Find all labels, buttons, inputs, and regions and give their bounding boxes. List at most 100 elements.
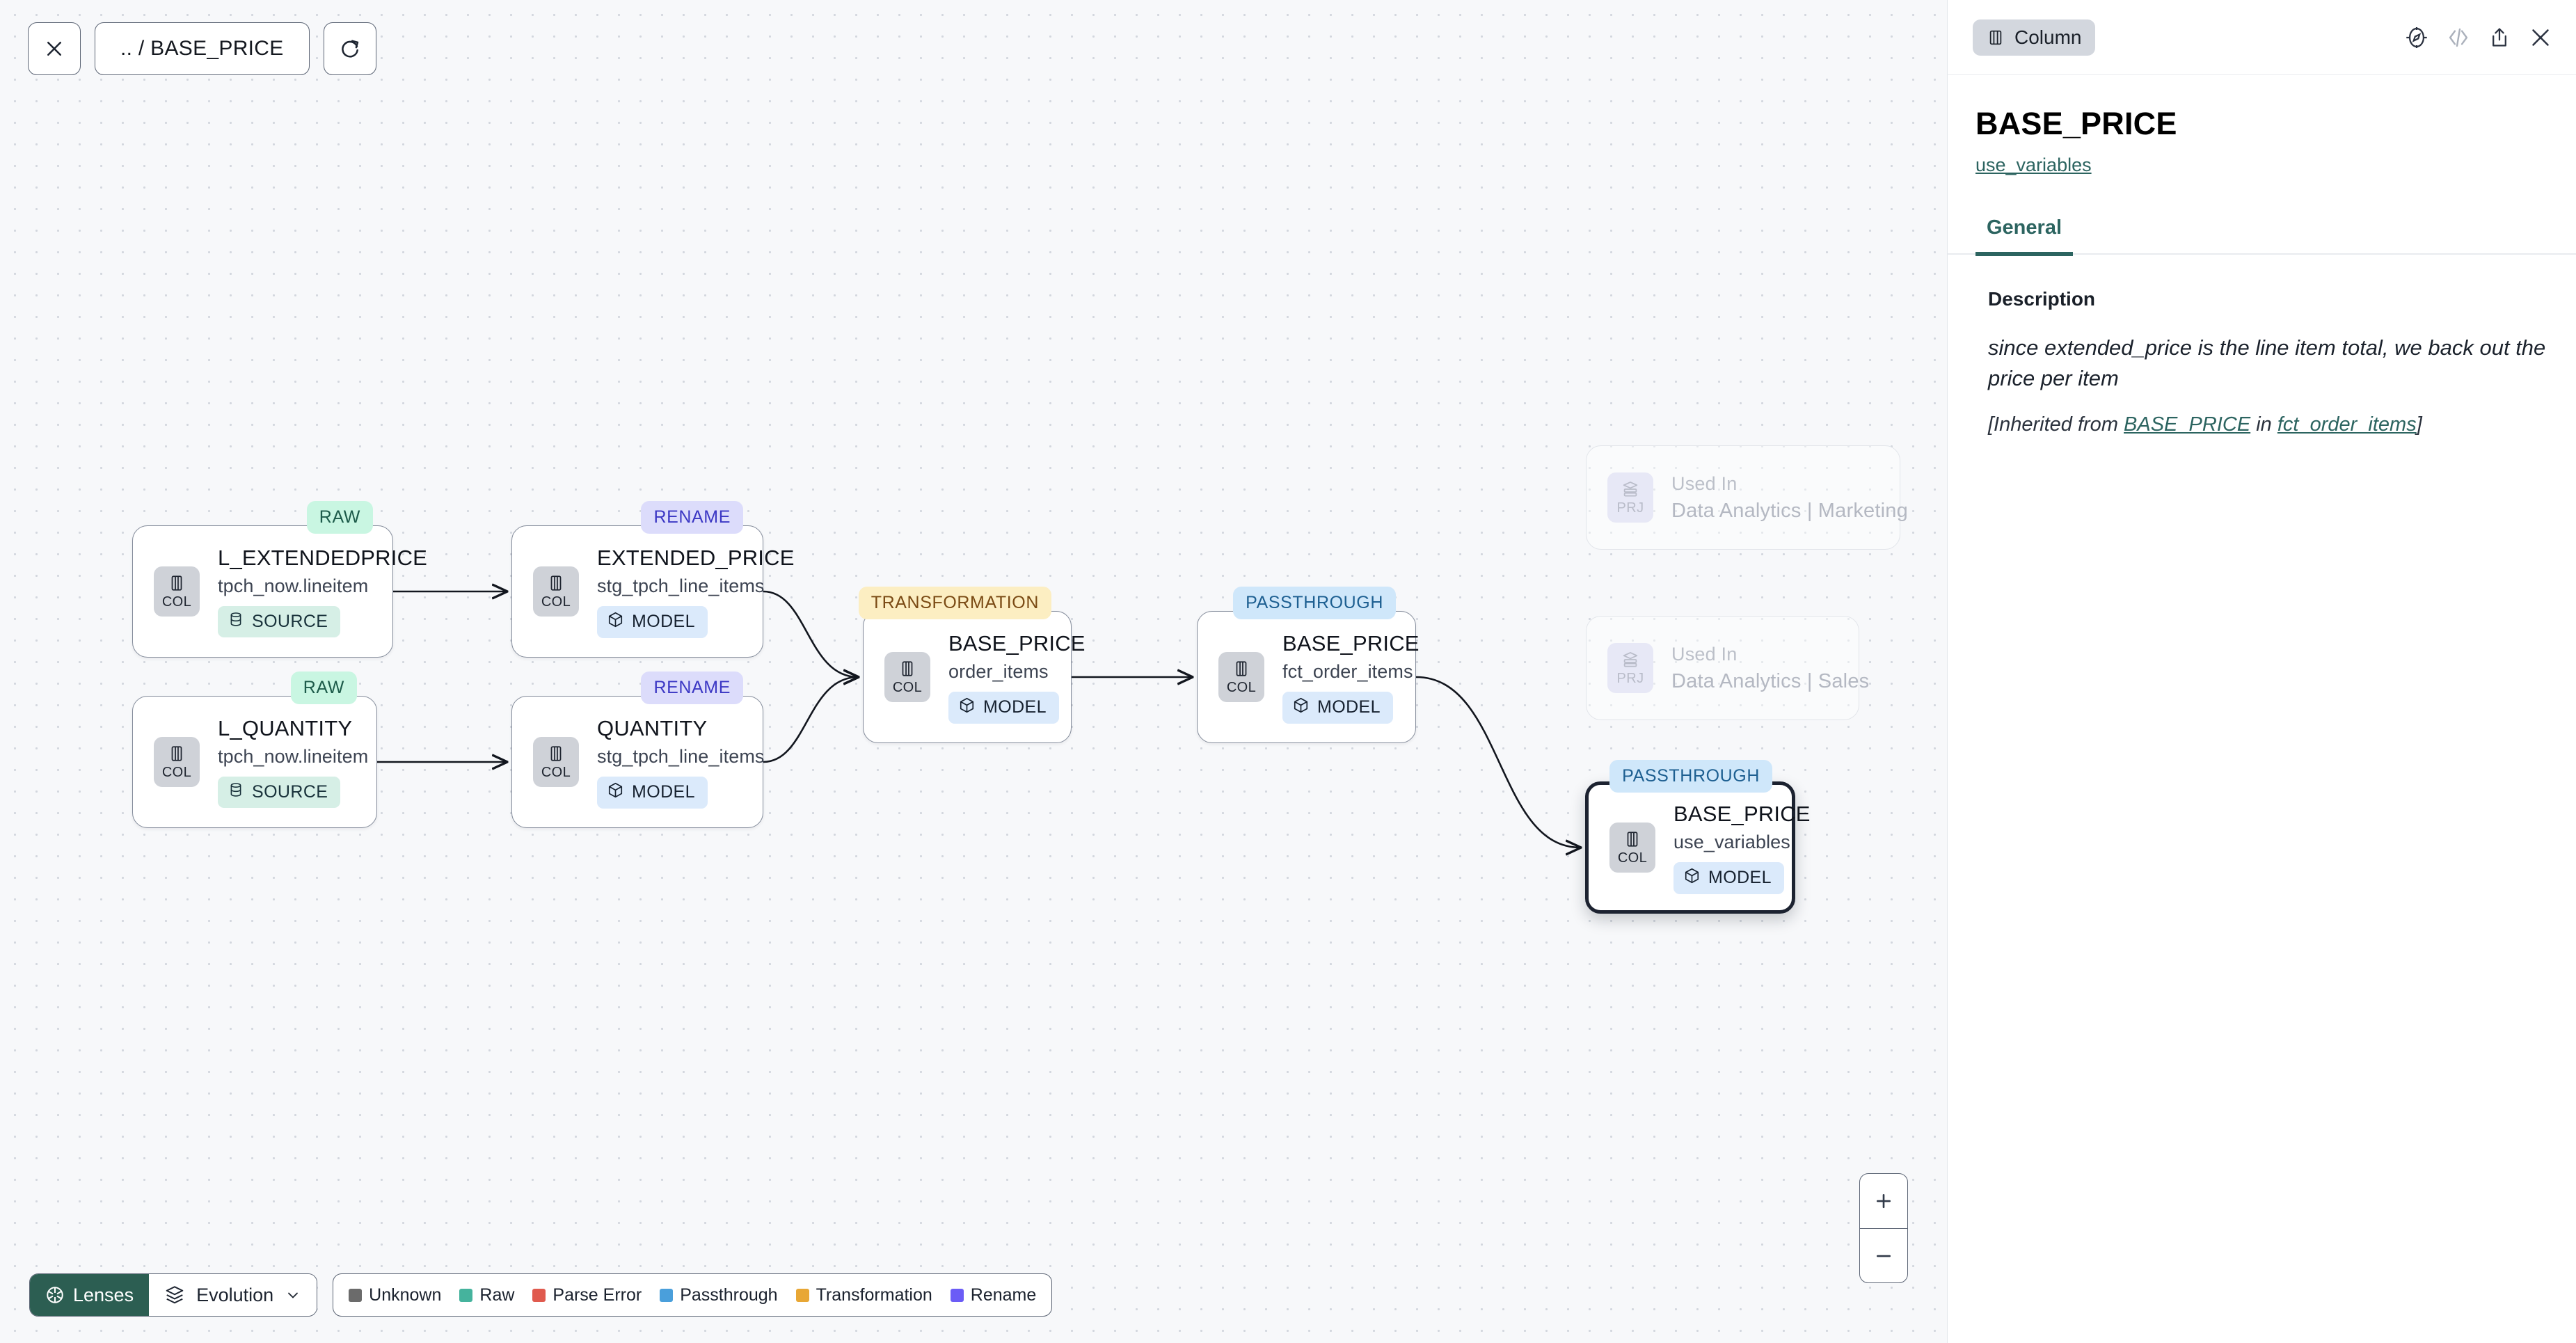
- badge-label: MODEL: [1317, 697, 1381, 717]
- legend-label: Unknown: [369, 1285, 442, 1305]
- lineage-node[interactable]: RENAME COL EXTENDED_PRICE stg_tpch_line_…: [511, 501, 794, 658]
- cube-icon: [608, 782, 623, 797]
- badge-icon: [228, 611, 244, 633]
- close-icon: [47, 42, 61, 56]
- close-button[interactable]: [28, 22, 81, 75]
- lineage-node[interactable]: RENAME COL QUANTITY stg_tpch_line_items …: [511, 672, 764, 828]
- used-in-node[interactable]: PRJ Used In Data Analytics | Sales: [1586, 616, 1869, 720]
- node-title: L_QUANTITY: [218, 716, 353, 740]
- source-model-link[interactable]: use_variables: [1975, 154, 2092, 175]
- column-icon: [550, 575, 562, 591]
- description-text: since extended_price is the line item to…: [1988, 335, 2546, 391]
- node-title: BASE_PRICE: [948, 630, 1086, 655]
- legend-item[interactable]: Raw: [459, 1285, 514, 1305]
- lineage-node[interactable]: RAW COL L_QUANTITY tpch_now.lineitem SOU…: [132, 672, 377, 828]
- project-icon-box: PRJ: [1607, 472, 1653, 523]
- column-icon: [168, 744, 186, 763]
- panel-header: Column: [1948, 0, 2576, 75]
- column-icon-box: COL: [154, 566, 200, 617]
- badge-label: MODEL: [983, 697, 1047, 717]
- node-kind-chip: TRANSFORMATION: [858, 587, 1051, 619]
- code-button[interactable]: [2447, 26, 2470, 49]
- node-kind-chip: PASSTHROUGH: [1609, 760, 1772, 793]
- node-kind-chip: PASSTHROUGH: [1233, 587, 1396, 619]
- lineage-legend: Unknown Raw Parse Error Passthrough Tran…: [333, 1273, 1053, 1317]
- badge-label: SOURCE: [252, 782, 328, 802]
- inherited-prefix: [Inherited from: [1988, 413, 2124, 436]
- inherited-column-link[interactable]: BASE_PRICE: [2124, 413, 2251, 436]
- legend-label: Raw: [479, 1285, 515, 1305]
- layers-icon: [166, 1286, 184, 1304]
- lineage-node[interactable]: TRANSFORMATION COL BASE_PRICE order_item…: [858, 587, 1086, 743]
- node-icon-tag: COL: [161, 594, 192, 610]
- node-type-badge: MODEL: [948, 691, 1059, 724]
- lenses-control: Lenses Evolution: [29, 1273, 318, 1317]
- bottom-bar: Lenses Evolution Unknown: [29, 1273, 1053, 1317]
- code-icon: [2449, 28, 2468, 47]
- legend-item[interactable]: Rename: [950, 1285, 1037, 1305]
- project-icon: [1623, 481, 1638, 496]
- node-icon-tag: COL: [892, 679, 923, 695]
- zoom-out-button[interactable]: [1860, 1228, 1907, 1282]
- explore-button[interactable]: [2405, 26, 2428, 49]
- legend-swatch: [459, 1288, 473, 1302]
- node-subtitle: order_items: [948, 660, 1049, 682]
- chevron-down-icon: [288, 1292, 299, 1298]
- cube-icon: [1294, 697, 1308, 713]
- node-kind-chip: RAW: [290, 672, 357, 704]
- inherited-suffix: ]: [2416, 413, 2422, 436]
- column-icon: [171, 575, 182, 591]
- legend-swatch: [349, 1288, 363, 1302]
- breadcrumb[interactable]: .. / BASE_PRICE: [95, 22, 310, 75]
- node-title: BASE_PRICE: [1673, 801, 1811, 826]
- project-icon-box: PRJ: [1607, 643, 1653, 693]
- node-icon-tag: COL: [161, 764, 192, 780]
- legend-label: Rename: [970, 1285, 1037, 1305]
- lenses-label: Lenses: [73, 1284, 134, 1305]
- evolution-button[interactable]: Evolution: [149, 1274, 317, 1316]
- used-in-node[interactable]: PRJ Used In Data Analytics | Marketing: [1586, 445, 1908, 550]
- share-icon: [2492, 28, 2506, 47]
- column-icon: [1236, 660, 1247, 676]
- legend-item[interactable]: Parse Error: [532, 1285, 642, 1305]
- badge-icon: [607, 611, 624, 633]
- node-type-badge: SOURCE: [218, 606, 341, 637]
- legend-label: Parse Error: [552, 1285, 642, 1305]
- details-panel: Column: [1947, 0, 2576, 1343]
- entity-type-chip[interactable]: Column: [1973, 19, 2096, 56]
- panel-close-button[interactable]: [2529, 26, 2552, 49]
- legend-item[interactable]: Passthrough: [660, 1285, 778, 1305]
- zoom-in-button[interactable]: [1860, 1174, 1907, 1228]
- lineage-node[interactable]: PASSTHROUGH COL BASE_PRICE use_variables…: [1585, 760, 1811, 914]
- node-title: EXTENDED_PRICE: [597, 545, 795, 570]
- node-subtitle: fct_order_items: [1282, 660, 1413, 682]
- lenses-button[interactable]: Lenses: [30, 1274, 150, 1316]
- node-type-badge: SOURCE: [218, 777, 341, 808]
- lineage-node[interactable]: RAW COL L_EXTENDEDPRICE tpch_now.lineite…: [132, 501, 427, 658]
- inherited-note: [Inherited from BASE_PRICE in fct_order_…: [1988, 413, 2548, 436]
- node-type-badge: MODEL: [1282, 691, 1393, 724]
- inherited-model-link[interactable]: fct_order_items: [2277, 413, 2417, 436]
- lineage-node[interactable]: PASSTHROUGH COL BASE_PRICE fct_order_ite…: [1197, 587, 1420, 743]
- node-title: L_EXTENDEDPRICE: [218, 546, 428, 570]
- column-icon: [1627, 831, 1638, 847]
- refresh-button[interactable]: [323, 22, 376, 75]
- column-icon: [1232, 659, 1250, 678]
- column-icon: [1623, 829, 1641, 849]
- badge-label: MODEL: [632, 612, 695, 631]
- legend-swatch: [660, 1288, 674, 1302]
- node-type-badge: MODEL: [597, 605, 708, 638]
- tab-general[interactable]: General: [1975, 216, 2073, 256]
- badge-label: MODEL: [1708, 868, 1772, 887]
- node-kind-chip: RAW: [306, 501, 373, 534]
- column-icon-box: COL: [884, 652, 930, 702]
- column-icon: [171, 745, 182, 761]
- legend-item[interactable]: Transformation: [795, 1285, 932, 1305]
- legend-item[interactable]: Unknown: [349, 1285, 441, 1305]
- column-icon: [168, 573, 186, 593]
- column-icon: [898, 659, 916, 678]
- node-subtitle: stg_tpch_line_items: [597, 575, 765, 596]
- lineage-canvas[interactable]: .. / BASE_PRICE PRJ Used In Data Analyti…: [0, 0, 1947, 1343]
- column-icon: [902, 660, 913, 676]
- share-button[interactable]: [2488, 26, 2511, 49]
